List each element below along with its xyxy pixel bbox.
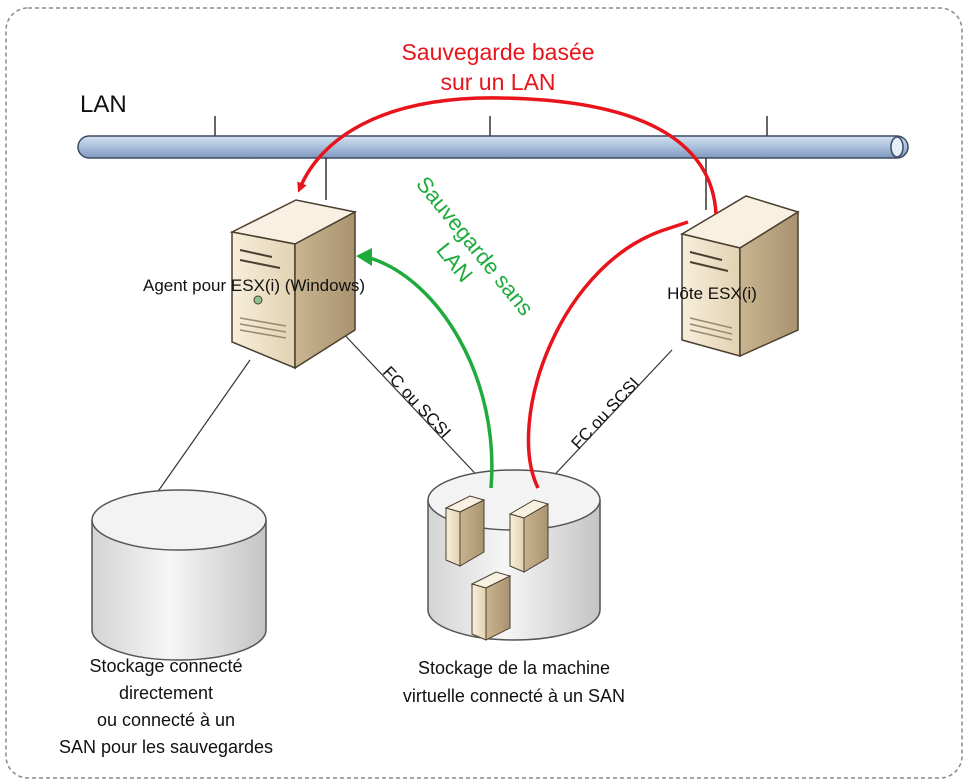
disk-storage-icon	[91, 489, 267, 661]
lan-backup-label: sur un LAN	[440, 69, 555, 95]
vm-server-icon	[444, 495, 486, 567]
backup-storage-label: directement	[119, 683, 213, 703]
lan-backup-arrow	[526, 220, 689, 489]
lanfree-backup-arrow	[369, 256, 494, 489]
server-icon	[680, 195, 800, 358]
agent-storage-link	[151, 359, 251, 501]
backup-storage-label: ou connecté à un	[97, 710, 235, 730]
agent-label: Agent pour ESX(i) (Windows)	[143, 276, 365, 295]
esx-host-label: Hôte ESX(i)	[667, 284, 757, 303]
vm-storage-label: virtuelle connecté à un SAN	[403, 686, 625, 706]
lanfree-arrowhead	[356, 248, 372, 266]
lan-backup-arrow	[297, 96, 718, 215]
lan-backup-label: Sauvegarde basée	[401, 39, 594, 65]
lan-bus	[77, 116, 909, 159]
backup-storage-label: SAN pour les sauvegardes	[59, 737, 273, 757]
server-icon	[229, 199, 358, 370]
backup-storage-label: Stockage connecté	[89, 656, 242, 676]
vm-storage-label: Stockage de la machine	[418, 658, 610, 678]
lan-label: LAN	[80, 91, 127, 118]
fc-scsi-link-right	[543, 349, 673, 487]
vm-server-icon	[508, 499, 550, 573]
fc-scsi-link-left	[339, 329, 488, 487]
vm-server-icon	[470, 571, 512, 641]
